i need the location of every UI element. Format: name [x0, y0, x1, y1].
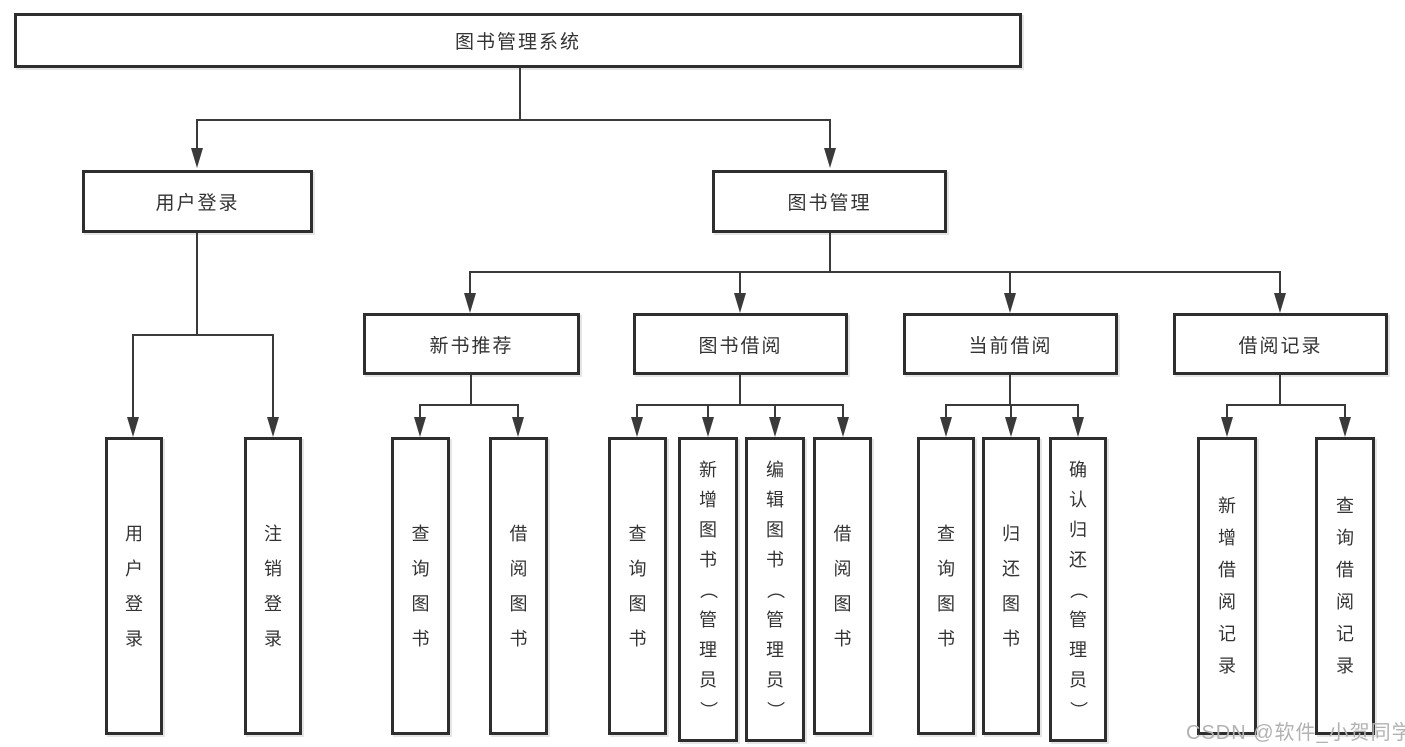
connector-recommend-stem — [470, 375, 472, 406]
arrow-down-icon — [734, 293, 746, 313]
leaf-add-book-admin: 新增图书（管理员） — [678, 437, 738, 742]
leaf-logout: 注销登录 — [244, 437, 302, 735]
connector-bookmgmt-shaft — [829, 119, 831, 151]
leaf-user-login-label: 用户登录 — [125, 523, 143, 649]
arrow-down-icon — [1339, 417, 1351, 437]
connector-leaf-shaft — [419, 404, 421, 420]
connector-current-branch — [945, 404, 1079, 406]
connector-bookmgmt-branch — [469, 271, 1281, 273]
leaf-confirm-return-admin-label: 确认归还（管理员） — [1068, 459, 1088, 719]
node-borrow-records-label: 借阅记录 — [1238, 335, 1323, 357]
leaf-add-borrow-record-label: 新增借阅记录 — [1218, 496, 1236, 676]
leaf-query-books-current: 查询图书 — [917, 437, 975, 735]
arrow-down-icon — [1072, 417, 1084, 437]
connector-userlogin-shaft — [196, 119, 198, 151]
node-current-borrow: 当前借阅 — [903, 313, 1118, 375]
leaf-logout-label: 注销登录 — [264, 523, 282, 649]
node-new-book-recommend: 新书推荐 — [363, 313, 580, 375]
connector-leaf-shaft — [707, 404, 709, 420]
leaf-query-books-current-label: 查询图书 — [937, 523, 955, 649]
arrow-down-icon — [1004, 293, 1016, 313]
connector-leaf-shaft — [1344, 404, 1346, 420]
arrow-down-icon — [631, 417, 643, 437]
node-borrow-records: 借阅记录 — [1173, 313, 1388, 375]
arrow-down-icon — [414, 417, 426, 437]
connector-leaf-shaft — [1226, 404, 1228, 420]
connector-level2-shaft — [1279, 271, 1281, 296]
leaf-confirm-return-admin: 确认归还（管理员） — [1049, 437, 1107, 742]
connector-records-stem — [1279, 375, 1281, 406]
leaf-borrow-books-label: 借阅图书 — [833, 523, 852, 649]
connector-leaf-shaft — [517, 404, 519, 420]
node-book-borrow-label: 图书借阅 — [698, 335, 783, 357]
arrow-down-icon — [940, 417, 952, 437]
csdn-watermark: CSDN @软件_小贺同学 — [1186, 722, 1405, 744]
arrow-down-icon — [191, 148, 203, 168]
connector-leaf-shaft — [774, 404, 776, 420]
arrow-down-icon — [267, 417, 279, 437]
leaf-query-books-recommend: 查询图书 — [391, 437, 450, 735]
node-root: 图书管理系统 — [14, 13, 1022, 68]
node-root-label: 图书管理系统 — [454, 32, 581, 53]
connector-level2-shaft — [469, 271, 471, 296]
arrow-down-icon — [702, 417, 714, 437]
leaf-edit-book-admin: 编辑图书（管理员） — [745, 437, 805, 742]
connector-bookmgmt-stem — [829, 233, 831, 273]
connector-records-branch — [1226, 404, 1346, 406]
connector-leaf-shaft — [1077, 404, 1079, 420]
leaf-user-login: 用户登录 — [105, 437, 163, 735]
connector-userlogin-branch — [132, 334, 274, 336]
arrow-down-icon — [1221, 417, 1233, 437]
connector-root-branch — [196, 119, 831, 121]
arrow-down-icon — [1005, 417, 1017, 437]
node-book-management: 图书管理 — [712, 170, 947, 233]
leaf-borrow-books-recommend: 借阅图书 — [489, 437, 548, 735]
arrow-down-icon — [464, 293, 476, 313]
connector-current-stem — [1009, 375, 1011, 406]
node-current-borrow-label: 当前借阅 — [968, 335, 1053, 357]
leaf-query-books-recommend-label: 查询图书 — [411, 523, 430, 649]
leaf-query-books-borrow: 查询图书 — [608, 437, 667, 735]
connector-recommend-branch — [419, 404, 519, 406]
arrow-down-icon — [1274, 293, 1286, 313]
connector-borrow-stem — [739, 375, 741, 406]
node-new-book-recommend-label: 新书推荐 — [429, 335, 514, 357]
connector-leaf-shaft — [945, 404, 947, 420]
node-book-management-label: 图书管理 — [787, 193, 872, 214]
connector-userlogin-stem — [196, 233, 198, 336]
leaf-return-book: 归还图书 — [982, 437, 1040, 735]
arrow-down-icon — [837, 417, 849, 437]
connector-level2-shaft — [739, 271, 741, 296]
connector-leaf-shaft — [842, 404, 844, 420]
leaf-query-borrow-record-label: 查询借阅记录 — [1336, 496, 1354, 676]
connector-leaf-shaft — [272, 334, 274, 419]
connector-level2-shaft — [1009, 271, 1011, 296]
leaf-borrow-books: 借阅图书 — [813, 437, 872, 735]
leaf-add-borrow-record: 新增借阅记录 — [1197, 437, 1257, 735]
node-user-login-label: 用户登录 — [155, 193, 240, 214]
arrow-down-icon — [512, 417, 524, 437]
connector-borrow-branch — [636, 404, 844, 406]
node-user-login: 用户登录 — [82, 170, 313, 233]
connector-leaf-shaft — [636, 404, 638, 420]
connector-leaf-shaft — [132, 334, 134, 419]
arrow-down-icon — [824, 148, 836, 168]
leaf-borrow-books-recommend-label: 借阅图书 — [509, 523, 528, 649]
arrow-down-icon — [127, 417, 139, 437]
connector-leaf-shaft — [1010, 404, 1012, 420]
leaf-query-books-borrow-label: 查询图书 — [628, 523, 647, 649]
leaf-edit-book-admin-label: 编辑图书（管理员） — [765, 459, 785, 719]
connector-root-stem — [519, 68, 521, 121]
leaf-query-borrow-record: 查询借阅记录 — [1315, 437, 1375, 735]
arrow-down-icon — [769, 417, 781, 437]
leaf-return-book-label: 归还图书 — [1002, 523, 1020, 649]
leaf-add-book-admin-label: 新增图书（管理员） — [698, 459, 718, 719]
node-book-borrow: 图书借阅 — [633, 313, 848, 375]
